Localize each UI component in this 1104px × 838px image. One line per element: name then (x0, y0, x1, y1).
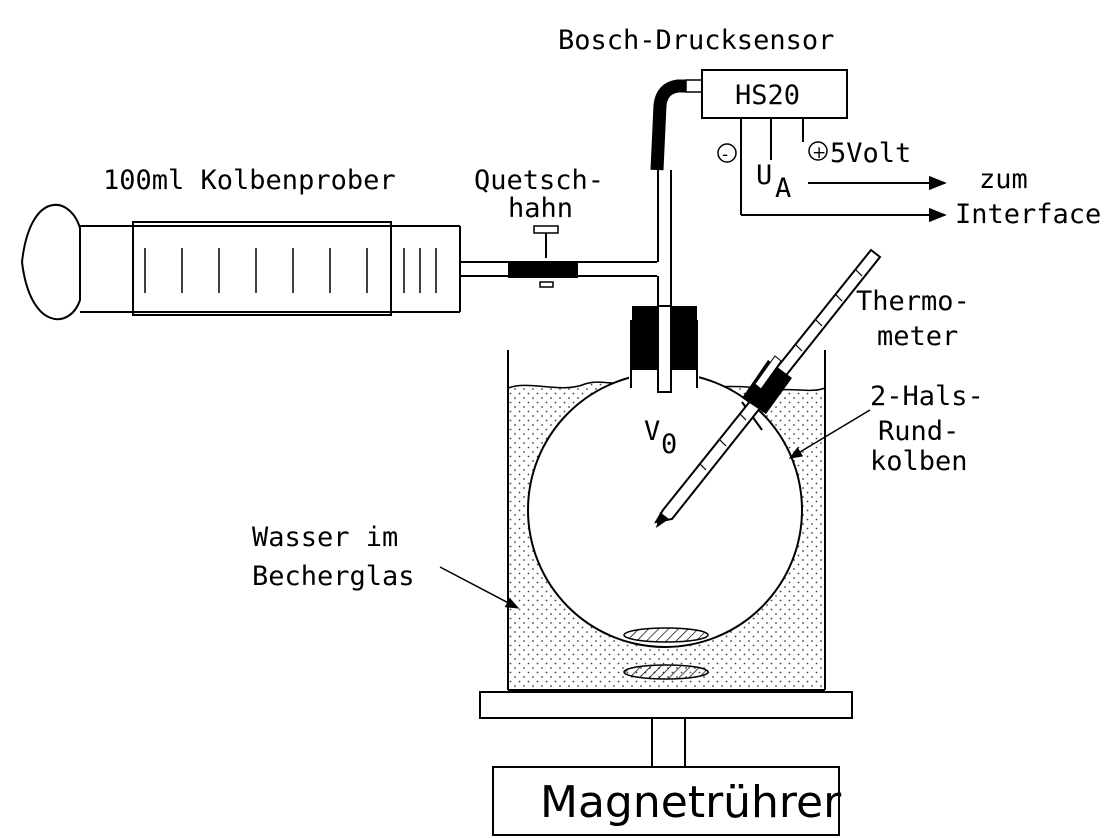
flask-pointer-arrow (788, 409, 871, 459)
to-interface-label-1: zum (979, 164, 1028, 195)
syringe-plunger-knob (20, 204, 81, 321)
water-label-2: Becherglas (252, 561, 415, 592)
output-voltage-label: U (756, 160, 772, 191)
supply-voltage-label: 5Volt (830, 138, 911, 169)
output-voltage-subscript: A (775, 173, 791, 204)
stirrer-label: Magnetrührer (540, 777, 842, 828)
minus-label: - (722, 145, 728, 165)
water-label-1: Wasser im (252, 522, 398, 553)
pinch-valve-label-1: Quetsch- (474, 165, 604, 196)
stirrer-magnet (623, 664, 709, 680)
magnetic-stirrer (479, 664, 853, 836)
plus-label: + (812, 143, 826, 163)
volume-subscript: 0 (661, 429, 677, 460)
syringe (20, 204, 461, 321)
volume-label: V (644, 416, 660, 447)
thermometer-label-1: Thermo- (856, 286, 970, 317)
flask-label-2: Rund- (878, 416, 959, 447)
pinch-valve-label-2: hahn (508, 193, 573, 224)
thermometer-label-2: meter (877, 321, 958, 352)
to-interface-label-2: Interface (955, 199, 1101, 230)
stir-bar (623, 627, 709, 643)
sensor-model-label: HS20 (735, 80, 800, 111)
minus-terminal (717, 143, 737, 163)
flask-label-1: 2-Hals- (870, 381, 984, 412)
thermometer (654, 248, 882, 528)
thermometer-stopper (742, 360, 792, 414)
syringe-barrel (132, 221, 392, 316)
pinch-valve (508, 225, 578, 288)
syringe-label: 100ml Kolbenprober (103, 165, 396, 196)
plus-terminal (808, 141, 828, 161)
round-flask (527, 305, 803, 648)
pressure-sensor-label: Bosch-Drucksensor (558, 25, 834, 56)
syringe-scale (144, 248, 437, 293)
water-pointer-arrow (439, 566, 520, 609)
pressure-sensor (701, 69, 947, 223)
flask-label-3: kolben (870, 446, 968, 477)
